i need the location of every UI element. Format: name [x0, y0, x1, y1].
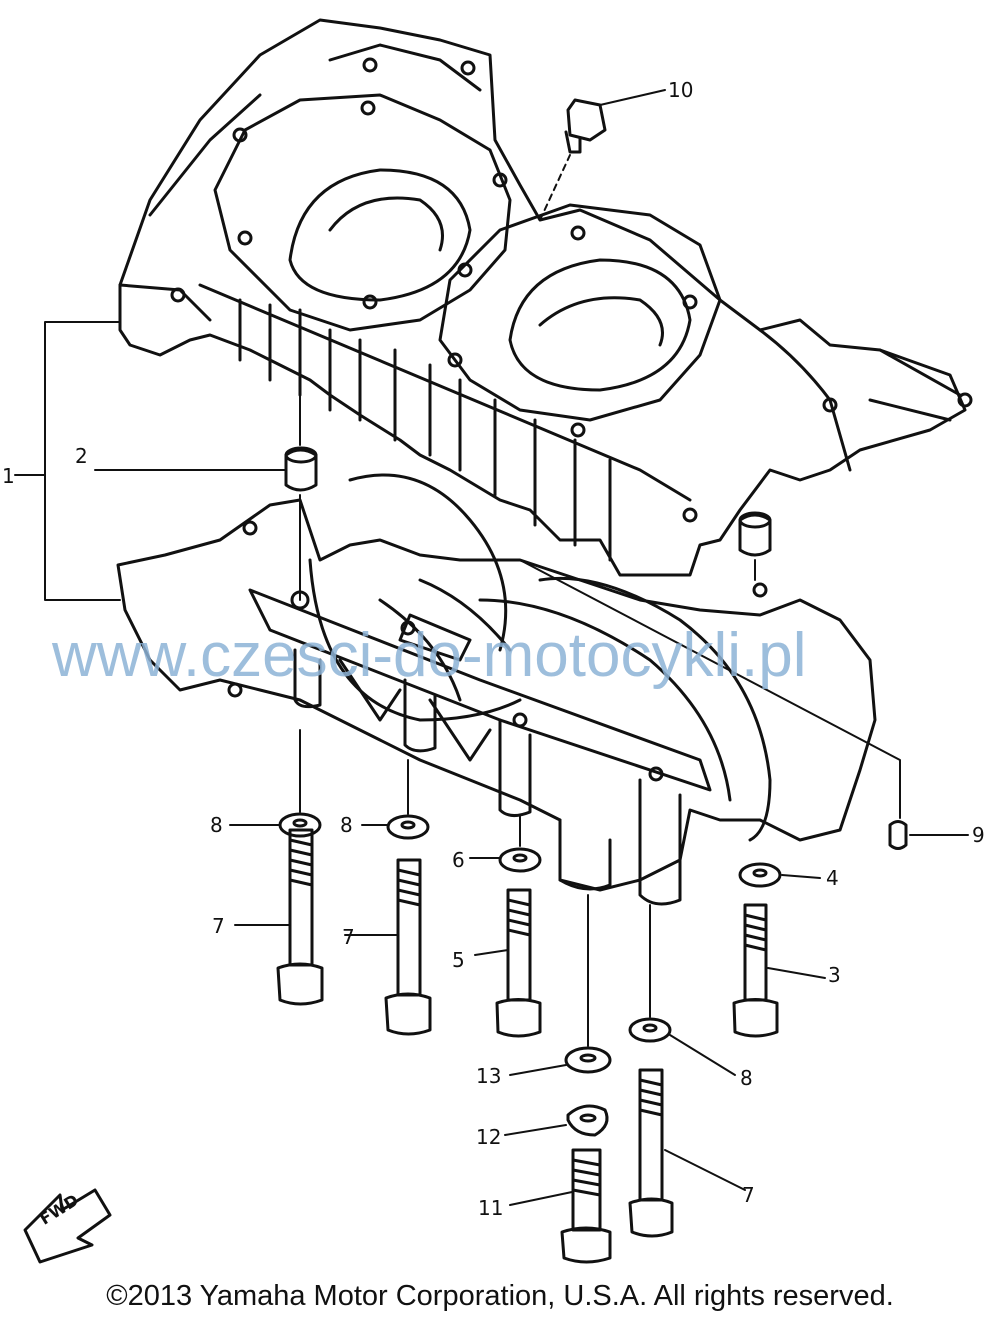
callout-5: 5	[452, 948, 465, 972]
fwd-arrow-icon	[23, 1188, 112, 1264]
part-10-sensor	[564, 98, 607, 154]
lower-crankcase	[116, 473, 877, 906]
part-2-dowel-collar-right	[738, 511, 772, 557]
washers	[278, 812, 782, 1137]
upper-crankcase	[118, 18, 973, 577]
callout-11: 11	[478, 1196, 504, 1220]
copyright-notice: ©2013 Yamaha Motor Corporation, U.S.A. A…	[106, 1280, 894, 1312]
callout-9: 9	[972, 823, 985, 847]
callout-10: 10	[668, 78, 694, 102]
callout-7-right: 7	[742, 1183, 755, 1207]
watermark-text: www.czesci-do-motocykli.pl	[52, 621, 807, 690]
callout-7-middle: 7	[342, 925, 355, 949]
callout-6: 6	[452, 848, 465, 872]
assembly-guide-lines	[299, 154, 901, 1047]
callout-8-left: 8	[210, 813, 223, 837]
callout-3: 3	[828, 963, 841, 987]
callout-2: 2	[75, 444, 88, 468]
callout-8-right: 8	[740, 1066, 753, 1090]
callout-8-middle: 8	[340, 813, 353, 837]
callout-1: 1	[2, 464, 15, 488]
callout-12: 12	[476, 1125, 502, 1149]
bolts	[276, 828, 779, 1264]
callout-4: 4	[826, 866, 839, 890]
callout-13: 13	[476, 1064, 502, 1088]
part-9-pin	[888, 820, 908, 850]
part-2-dowel-collar	[284, 446, 318, 492]
callout-7-left: 7	[212, 914, 225, 938]
part-1-bracket	[14, 321, 121, 601]
leader-lines	[94, 89, 969, 1206]
